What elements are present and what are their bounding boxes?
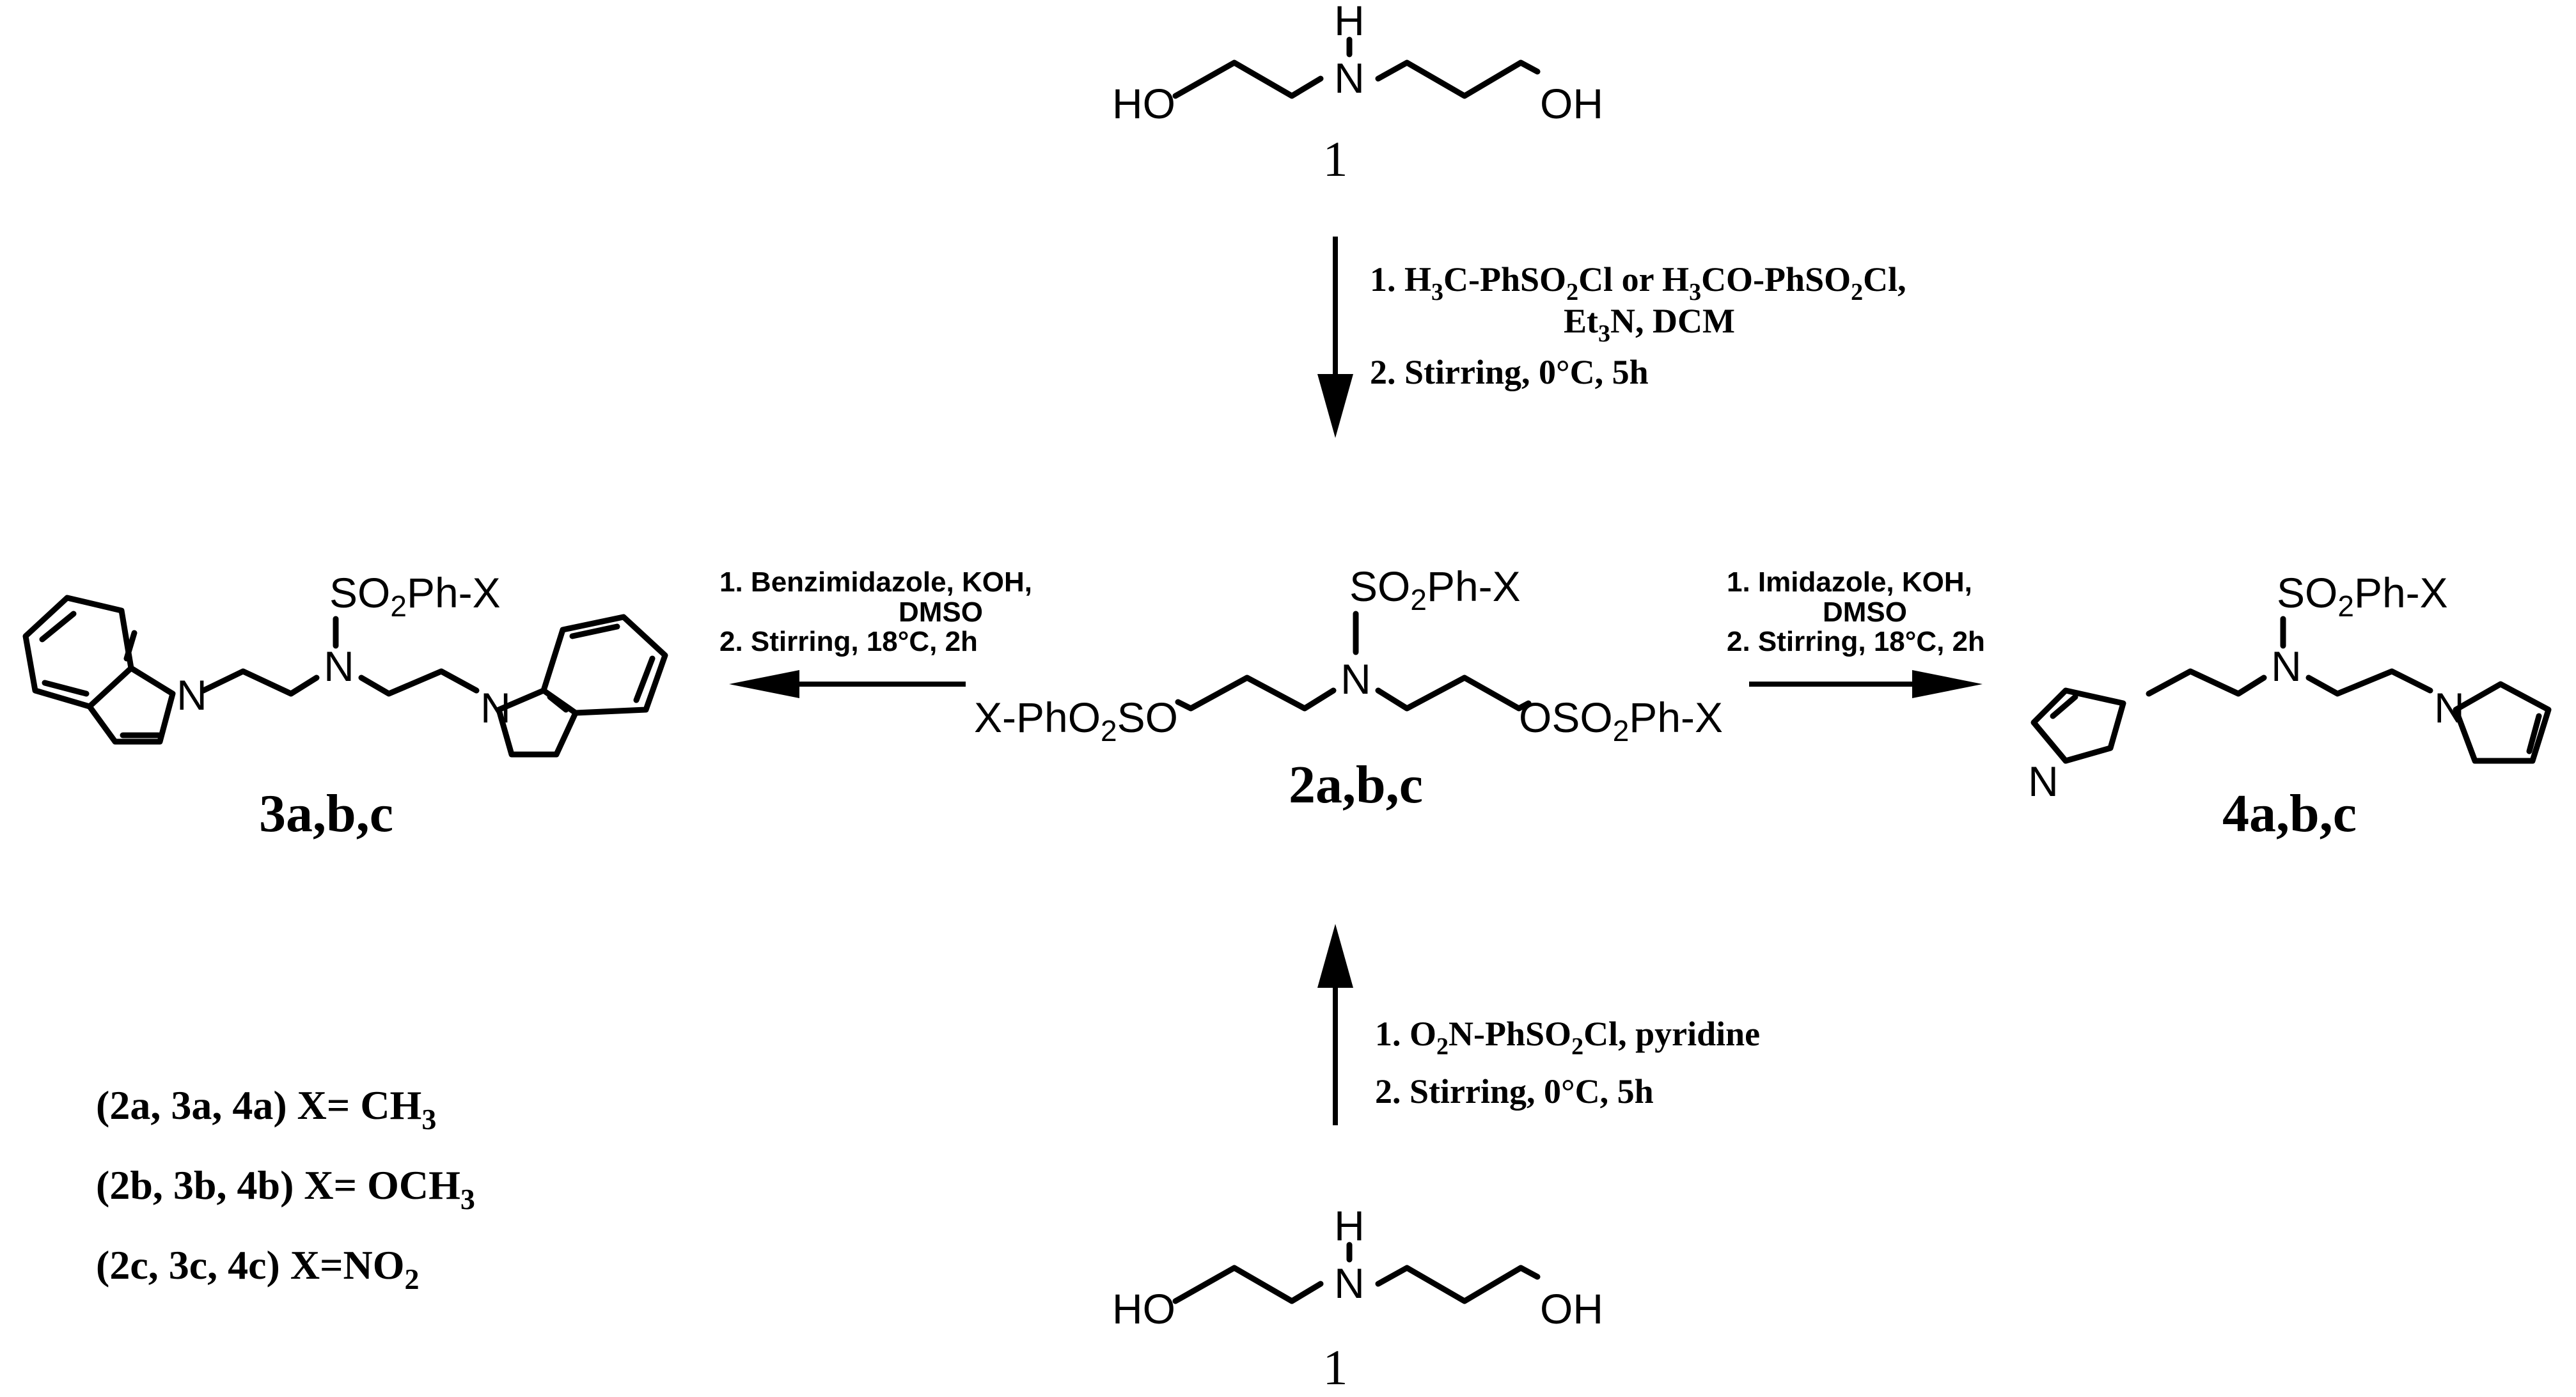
condition-right-line1: 1. Imidazole, KOH, — [1727, 566, 1972, 598]
condition-left-line3: 2. Stirring, 18°C, 2h — [719, 626, 978, 657]
legend-row-och3: (2b, 3b, 4b) X= OCH3 — [96, 1162, 475, 1215]
condition-left-line2: DMSO — [899, 597, 983, 628]
reaction-conditions-top: 1. H3C-PhSO2Cl or H3CO-PhSO2Cl, Et3N, DC… — [1370, 260, 1906, 391]
condition-right-line2: DMSO — [1823, 597, 1907, 628]
hydroxyl-right: OH — [1540, 1285, 1603, 1332]
compound-2-label: 2a,b,c — [1289, 755, 1423, 815]
ring-nitrogen: N — [480, 684, 511, 731]
amine-nitrogen: N — [1340, 655, 1371, 703]
hydroxyl-left: HO — [1112, 80, 1175, 127]
ring-nitrogen: N — [2434, 684, 2465, 731]
condition-left-line1: 1. Benzimidazole, KOH, — [719, 566, 1032, 598]
imidazole-right — [2453, 681, 2552, 764]
condition-top-line3: 2. Stirring, 0°C, 5h — [1370, 353, 1649, 391]
amine-nitrogen: N — [2271, 643, 2302, 690]
condition-top-line1: 1. H3C-PhSO2Cl or H3CO-PhSO2Cl, — [1370, 260, 1906, 306]
substituent-legend: (2a, 3a, 4a) X= CH3 (2b, 3b, 4b) X= OCH3… — [96, 1082, 475, 1295]
sulfonyl-group: SO2Ph-X — [2277, 569, 2448, 623]
amine-nitrogen: N — [1334, 1260, 1365, 1307]
compound-4: SO2Ph-X N N N 4a,b,c — [2028, 569, 2552, 843]
reaction-conditions-right: 1. Imidazole, KOH, DMSO 2. Stirring, 18°… — [1727, 566, 1985, 657]
ring-nitrogen: N — [177, 671, 207, 719]
sulfonyl-group: SO2Ph-X — [329, 569, 501, 623]
condition-top-line2: Et3N, DCM — [1564, 302, 1735, 347]
compound-1-top: H N HO OH 1 — [1112, 0, 1603, 187]
imidazole-left — [2030, 687, 2126, 764]
compound-3-label: 3a,b,c — [259, 784, 393, 843]
reaction-conditions-bottom: 1. O2N-PhSO2Cl, pyridine 2. Stirring, 0°… — [1375, 1015, 1760, 1111]
benzimidazole-right — [496, 614, 668, 758]
compound-4-label: 4a,b,c — [2222, 784, 2357, 843]
left-sulfonate-ester: X-PhO2SO — [974, 694, 1178, 747]
compound-1-bottom: H N HO OH 1 — [1112, 1202, 1603, 1395]
arrow-left — [729, 670, 966, 698]
sulfonyl-group: SO2Ph-X — [1349, 563, 1521, 616]
arrow-down — [1317, 237, 1353, 438]
condition-right-line3: 2. Stirring, 18°C, 2h — [1727, 626, 1985, 657]
ring-nitrogen: N — [2028, 758, 2059, 805]
compound-2: SO2Ph-X N X-PhO2SO OSO2Ph-X 2a,b,c — [974, 563, 1723, 815]
benzimidazole-left — [22, 595, 176, 745]
arrow-right — [1749, 670, 1983, 698]
right-sulfonate-ester: OSO2Ph-X — [1519, 694, 1723, 747]
condition-bottom-line1: 1. O2N-PhSO2Cl, pyridine — [1375, 1015, 1760, 1060]
arrow-up — [1317, 924, 1353, 1125]
hydroxyl-left: HO — [1112, 1285, 1175, 1332]
amine-nitrogen: N — [324, 643, 354, 690]
compound-1-number: 1 — [1323, 131, 1348, 187]
reaction-conditions-left: 1. Benzimidazole, KOH, DMSO 2. Stirring,… — [719, 566, 1032, 657]
legend-row-no2: (2c, 3c, 4c) X=NO2 — [96, 1242, 420, 1295]
compound-3: SO2Ph-X N N N 3a,b,c — [22, 569, 668, 843]
compound-1-number: 1 — [1323, 1339, 1348, 1395]
condition-bottom-line2: 2. Stirring, 0°C, 5h — [1375, 1072, 1654, 1111]
amine-nitrogen: N — [1334, 54, 1365, 102]
nh-hydrogen: H — [1334, 1202, 1365, 1249]
nh-hydrogen: H — [1334, 0, 1365, 44]
legend-row-ch3: (2a, 3a, 4a) X= CH3 — [96, 1082, 436, 1136]
hydroxyl-right: OH — [1540, 80, 1603, 127]
